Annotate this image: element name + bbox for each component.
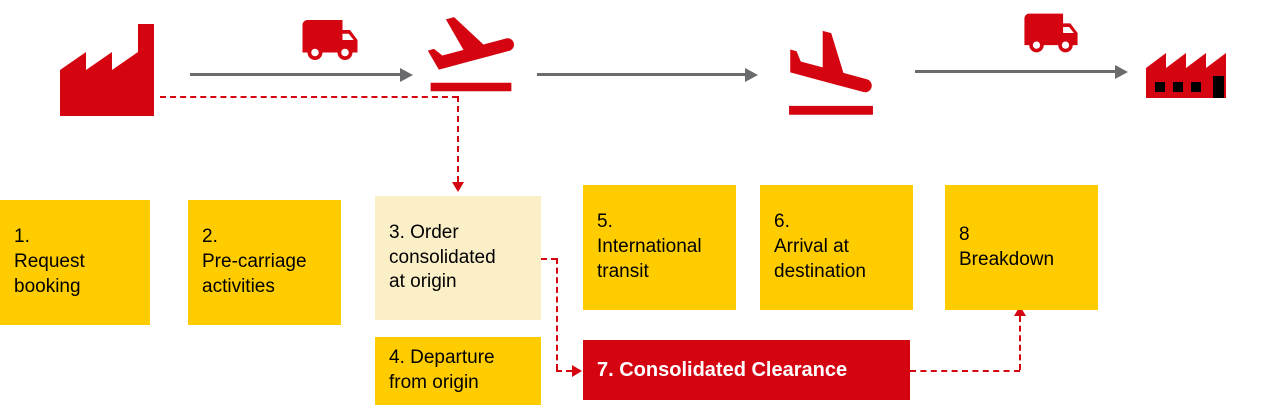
dash-consolidation-vertical [556,258,558,370]
dash-consolidation-h2 [556,370,572,372]
step-label: 7. Consolidated Clearance [597,359,848,381]
arrow-origin-to-airport-head [400,68,413,82]
step-box-8-breakdown: 8 Breakdown [945,185,1098,310]
factory-origin-icon [56,14,166,119]
dash-origin-vertical [457,96,459,182]
step-box-1-request-booking: 1. Request booking [0,200,150,325]
step-label: 2. Pre-carriage activities [202,226,307,297]
dash-clearance-horizontal [910,370,1020,372]
step-label: 3. Order consolidated at origin [389,221,496,293]
dash-consolidation-arrowhead-icon [572,365,582,377]
dash-origin-arrowhead-icon [452,182,464,192]
arrow-airport-to-destination [915,70,1115,73]
arrow-airport-to-destination-head [1115,65,1128,79]
factory-destination-icon [1143,32,1243,100]
step-box-2-pre-carriage: 2. Pre-carriage activities [188,200,341,325]
dash-origin-horizontal [160,96,458,98]
truck-delivery-icon [1022,4,1080,62]
flight-takeoff-icon [420,2,522,104]
step-box-5-international-transit: 5. International transit [583,185,736,310]
arrow-transit-head [745,68,758,82]
step-box-3-order-consolidated: 3. Order consolidated at origin [375,196,541,320]
dash-clearance-arrowhead-icon [1014,306,1026,316]
arrow-origin-to-airport [190,73,400,76]
step-box-7-consolidated-clearance: 7. Consolidated Clearance [583,340,910,400]
step-label: 5. International transit [597,211,702,282]
arrow-transit [537,73,745,76]
step-box-6-arrival: 6. Arrival at destination [760,185,913,310]
step-box-4-departure: 4. Departure from origin [375,337,541,405]
step-label: 1. Request booking [14,226,85,297]
step-label: 8 Breakdown [959,223,1055,270]
truck-pickup-icon [300,10,360,70]
dash-clearance-vertical [1019,316,1021,370]
step-label: 4. Departure from origin [389,347,495,393]
flight-landing-icon [778,22,884,128]
dash-consolidation-h1 [541,258,557,260]
step-label: 6. Arrival at destination [774,211,866,282]
